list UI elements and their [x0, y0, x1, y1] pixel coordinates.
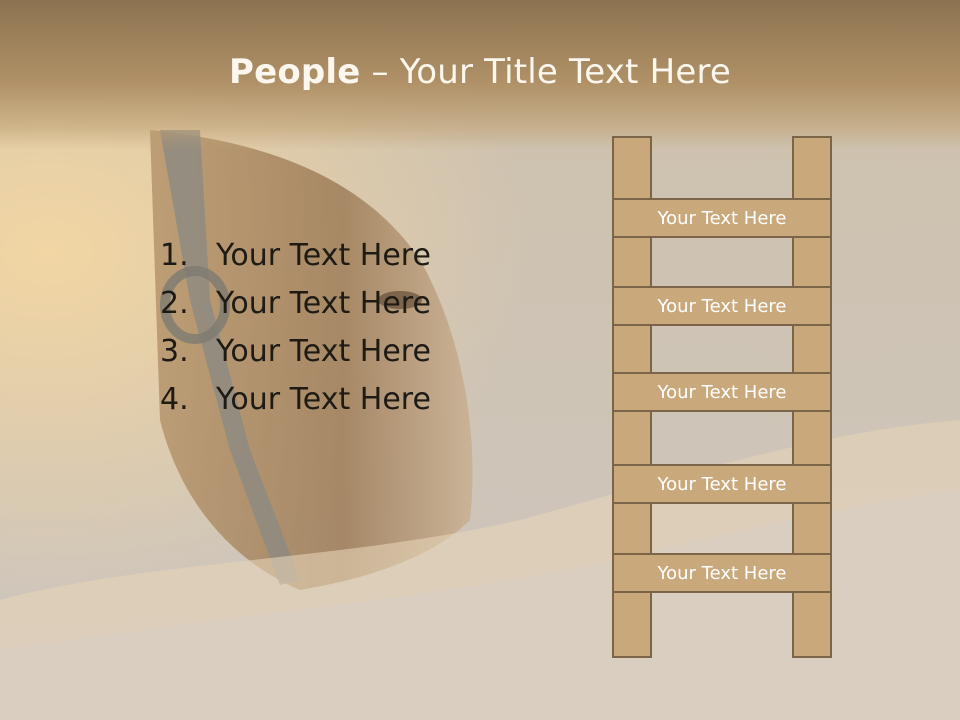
list-item: 2. Your Text Here — [160, 280, 431, 328]
title-bar — [0, 0, 960, 150]
list-text: Your Text Here — [216, 382, 431, 417]
ladder-rung: Your Text Here — [612, 464, 832, 504]
slide-title: People – Your Title Text Here — [0, 52, 960, 92]
rung-text: Your Text Here — [657, 207, 787, 229]
rung-text: Your Text Here — [657, 473, 787, 495]
rung-text: Your Text Here — [657, 381, 787, 403]
ladder-rung: Your Text Here — [612, 286, 832, 326]
rung-text: Your Text Here — [657, 295, 787, 317]
list-text: Your Text Here — [216, 238, 431, 273]
list-number: 1. — [160, 238, 189, 273]
list-number: 2. — [160, 286, 189, 321]
rung-text: Your Text Here — [657, 562, 787, 584]
list-number: 3. — [160, 334, 189, 369]
ladder-rung: Your Text Here — [612, 553, 832, 593]
title-rest: – Your Title Text Here — [360, 52, 732, 92]
ladder-rung: Your Text Here — [612, 198, 832, 238]
numbered-list: 1. Your Text Here 2. Your Text Here 3. Your… — [160, 232, 431, 424]
title-bold: People — [228, 52, 361, 92]
list-item: 3. Your Text Here — [160, 328, 431, 376]
list-text: Your Text Here — [216, 334, 431, 369]
ladder-rung: Your Text Here — [612, 372, 832, 412]
list-item: 4. Your Text Here — [160, 376, 431, 424]
list-number: 4. — [160, 382, 189, 417]
list-item: 1. Your Text Here — [160, 232, 431, 280]
list-text: Your Text Here — [216, 286, 431, 321]
